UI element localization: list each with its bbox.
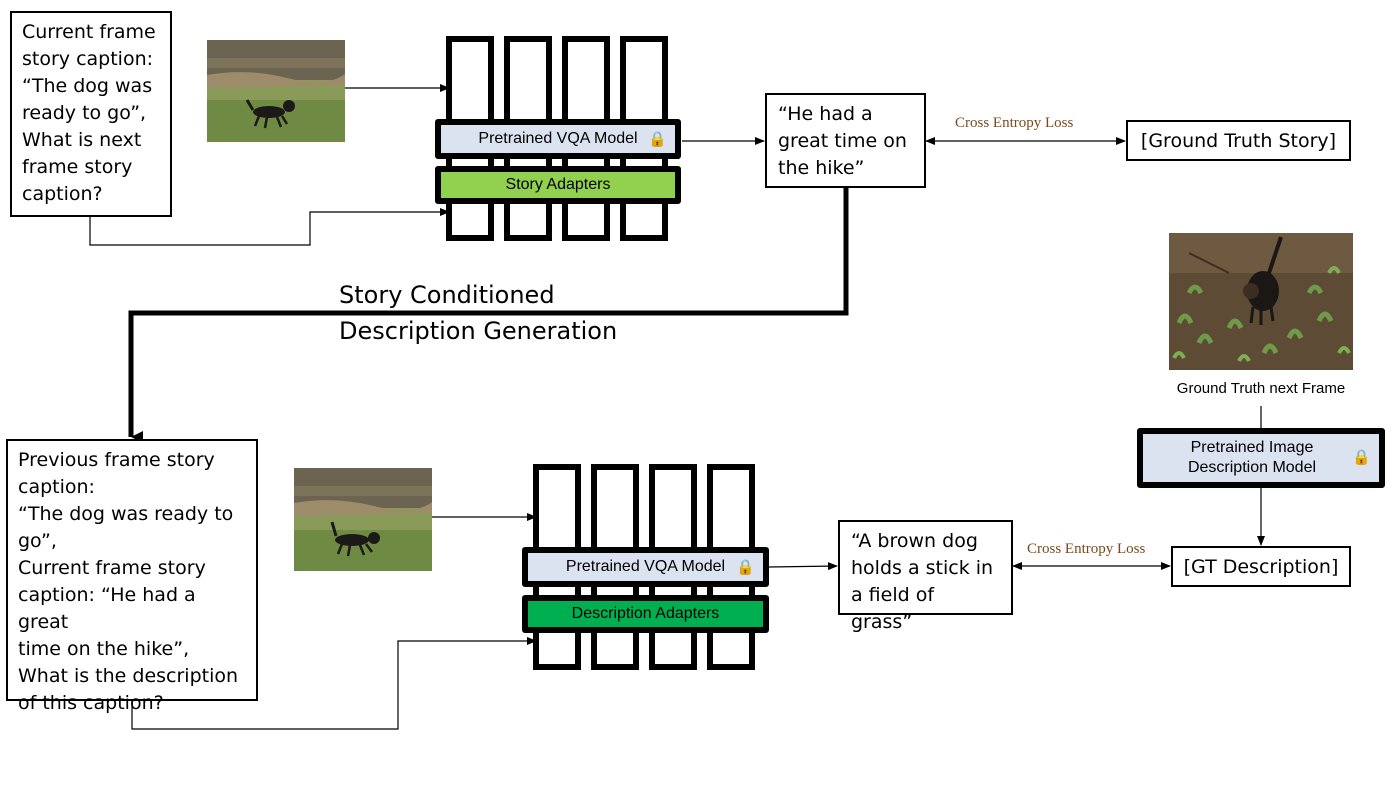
story-adapters: Story Adapters <box>435 166 681 204</box>
description-adapters-label: Description Adapters <box>571 605 720 622</box>
description-connectors <box>131 406 1265 730</box>
ground-truth-frame-caption: Ground Truth next Frame <box>1176 380 1346 397</box>
ground-truth-frame-photo <box>1169 233 1353 370</box>
story-vqa-label: Pretrained VQA Model <box>478 130 638 147</box>
gt-description-box: [GT Description] <box>1171 546 1351 587</box>
dog-photo-description-input <box>294 468 432 571</box>
dog-photo <box>1169 233 1353 370</box>
description-vqa-model: Pretrained VQA Model 🔒 <box>522 547 769 587</box>
story-output-box: “He had a great time on the hike” <box>765 93 926 188</box>
dog-photo <box>207 40 345 142</box>
description-adapters: Description Adapters <box>522 595 769 633</box>
transition-label: Story Conditioned Description Generation <box>339 281 618 345</box>
story-prompt-box: Current frame story caption: “The dog wa… <box>10 11 172 217</box>
story-vqa-model: Pretrained VQA Model 🔒 <box>435 119 681 159</box>
dog-photo <box>294 468 432 571</box>
ground-truth-story-box: [Ground Truth Story] <box>1126 120 1351 161</box>
lock-icon: 🔒 <box>736 559 755 576</box>
dog-photo-story-input <box>207 40 345 142</box>
lock-icon: 🔒 <box>1352 449 1371 466</box>
description-vqa-label: Pretrained VQA Model <box>565 558 726 575</box>
image-description-model: Pretrained Image Description Model 🔒 <box>1137 428 1385 488</box>
description-output-box: “A brown dog holds a stick in a field of… <box>838 520 1013 633</box>
lock-icon: 🔒 <box>648 131 667 148</box>
story-to-description-arrow <box>128 187 849 443</box>
image-description-model-label: Pretrained Image Description Model <box>1187 439 1317 476</box>
description-loss-label: Cross Entropy Loss <box>1027 541 1146 557</box>
description-prompt-box: Previous frame story caption: “The dog w… <box>6 439 258 714</box>
story-loss-label: Cross Entropy Loss <box>955 115 1074 131</box>
story-adapters-label: Story Adapters <box>505 176 611 193</box>
story-connectors <box>89 84 1126 246</box>
